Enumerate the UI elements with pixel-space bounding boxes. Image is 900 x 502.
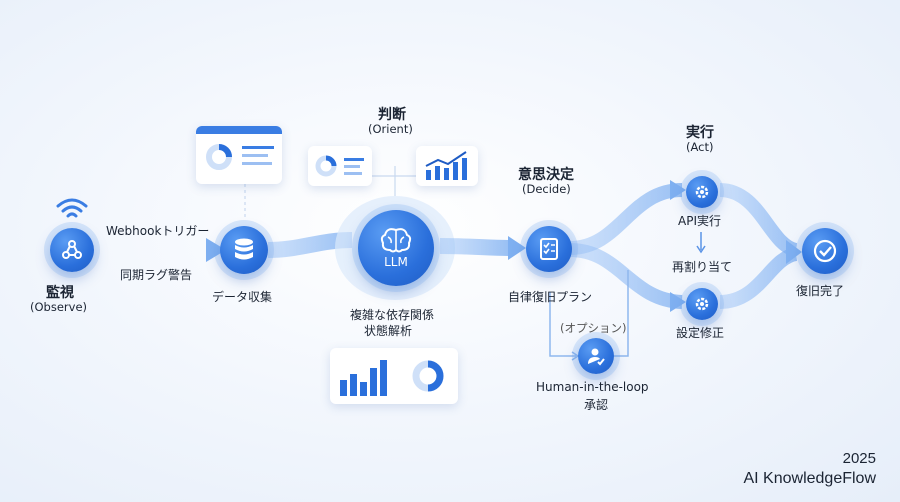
api-node	[686, 176, 718, 208]
api-label: API実行	[678, 214, 721, 228]
collect-node	[220, 226, 268, 274]
gear-icon	[695, 185, 709, 199]
analysis-card-right	[416, 146, 478, 186]
act-title: 実行	[686, 125, 714, 141]
webhook-trigger-label: Webhookトリガー	[106, 224, 210, 238]
complete-label: 復旧完了	[796, 284, 845, 298]
llm-label: LLM	[384, 255, 408, 269]
optional-label: (オプション)	[560, 321, 627, 335]
flow-llm-decide	[439, 238, 513, 256]
flow-decide-api	[569, 183, 683, 255]
config-label: 設定修正	[676, 326, 725, 340]
donut-chart-icon	[315, 155, 337, 177]
flow-human-loop	[549, 292, 576, 357]
orient-title: 判断	[378, 107, 406, 123]
brain-icon	[380, 228, 412, 253]
observe-node	[50, 228, 94, 272]
user-check-icon	[588, 348, 605, 366]
webhook-icon	[62, 240, 82, 259]
flow-decide-config	[569, 243, 683, 309]
state-analysis-label: 状態解析	[364, 324, 413, 338]
wifi-icon	[56, 198, 88, 218]
orient-subtitle: (Orient)	[368, 122, 413, 136]
decide-subtitle: (Decide)	[522, 182, 571, 196]
bar-chart-icon	[340, 360, 387, 396]
sync-lag-alert-label: 同期ラグ警告	[120, 268, 193, 282]
observe-title: 監視	[46, 285, 74, 301]
analysis-card-left	[308, 146, 372, 186]
checklist-icon	[540, 238, 558, 260]
flow-api-complete	[719, 183, 799, 257]
dependency-label: 複雑な依存関係	[350, 308, 435, 322]
decide-title: 意思決定	[518, 167, 574, 183]
donut-chart-icon	[206, 144, 232, 170]
config-node	[686, 288, 718, 320]
donut-chart-icon	[412, 360, 444, 392]
footer-brand: AI KnowledgeFlow	[743, 470, 876, 487]
footer-year: 2025	[842, 450, 876, 467]
dashboard-card	[196, 126, 282, 184]
decide-node	[526, 226, 572, 272]
plan-label: 自律復旧プラン	[508, 290, 593, 304]
gear-icon	[695, 297, 709, 311]
human-node	[578, 338, 614, 374]
reassign-label: 再割り当て	[672, 260, 733, 274]
metrics-card	[330, 348, 458, 404]
llm-node: LLM	[358, 210, 434, 286]
act-subtitle: (Act)	[686, 140, 714, 154]
complete-node	[802, 228, 848, 274]
observe-subtitle: (Observe)	[30, 300, 88, 314]
trend-chart-icon	[425, 151, 467, 180]
collect-label: データ収集	[212, 290, 273, 304]
database-icon	[235, 238, 253, 260]
check-icon	[813, 239, 837, 263]
human-loop-label: Human-in-the-loop	[536, 380, 649, 394]
approval-label: 承認	[584, 398, 609, 412]
